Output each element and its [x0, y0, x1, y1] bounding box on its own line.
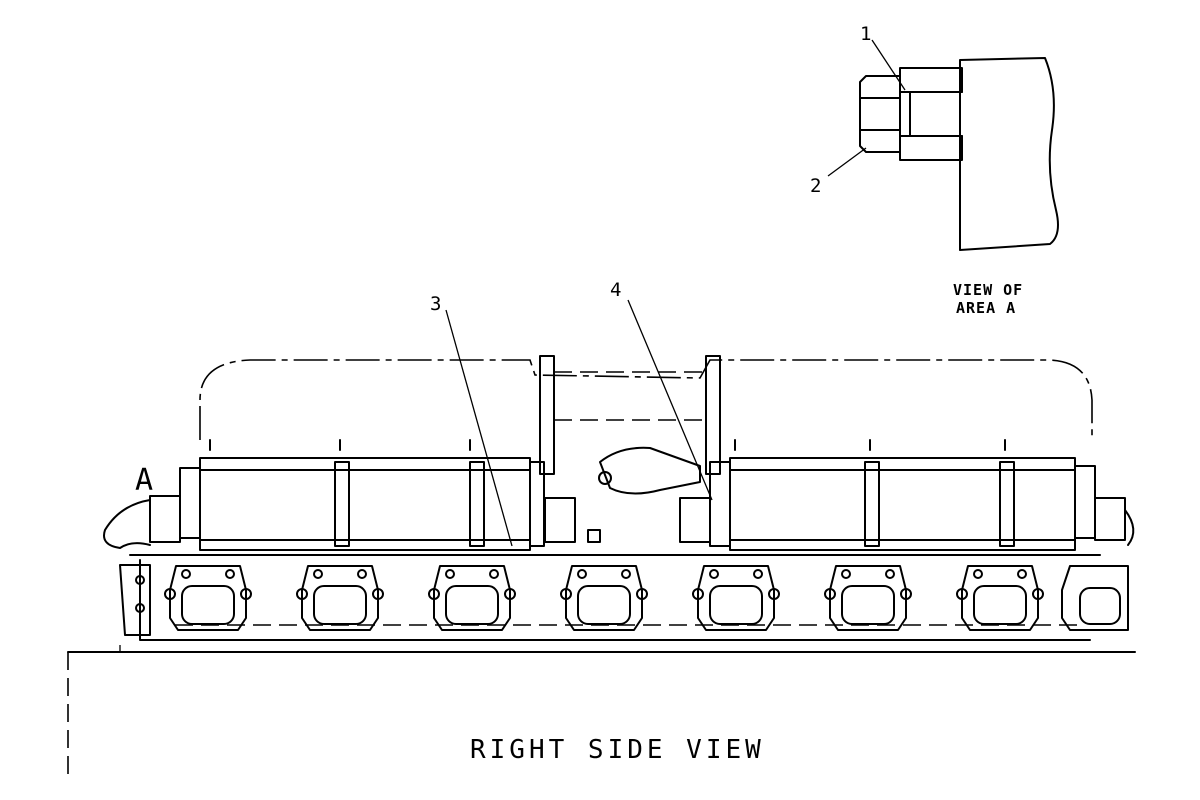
area-marker-a: A	[135, 463, 153, 498]
inlet-ports	[164, 565, 1129, 631]
lower-manifold	[119, 554, 1101, 641]
hatched-section-bottom	[899, 135, 963, 161]
port-3	[428, 565, 516, 631]
callout-2: 2	[810, 175, 821, 197]
hatched-section-top	[899, 67, 963, 93]
plug-hex	[859, 75, 901, 153]
callout-1: 1	[860, 23, 871, 45]
port-7	[956, 565, 1044, 631]
engine-block-base	[67, 645, 1136, 775]
right-break-line	[1124, 509, 1135, 546]
port-5	[692, 565, 780, 631]
port-8-partial	[1061, 565, 1129, 631]
center-risers	[539, 355, 721, 475]
center-elbow	[587, 446, 701, 543]
right-side-view: A	[67, 279, 1136, 775]
port-6	[824, 565, 912, 631]
callout-3: 3	[430, 293, 441, 315]
right-aftercooler	[544, 457, 1126, 551]
main-caption: RIGHT SIDE VIEW	[470, 735, 765, 765]
left-aftercooler	[149, 457, 545, 551]
detail-caption-line2: AREA A	[956, 299, 1016, 317]
detail-caption-line1: VIEW OF	[953, 281, 1023, 299]
detail-housing	[959, 57, 1059, 251]
left-break-line	[103, 499, 151, 549]
port-1	[164, 565, 252, 631]
detail-view-area-a: 1 2 VIEW OF AREA A	[810, 23, 1059, 317]
seal-ring	[899, 91, 911, 137]
plenum-outline	[199, 359, 1093, 440]
callout-4: 4	[610, 279, 621, 301]
port-2	[296, 565, 384, 631]
plenum-ticks	[209, 439, 1006, 451]
port-4	[560, 565, 648, 631]
